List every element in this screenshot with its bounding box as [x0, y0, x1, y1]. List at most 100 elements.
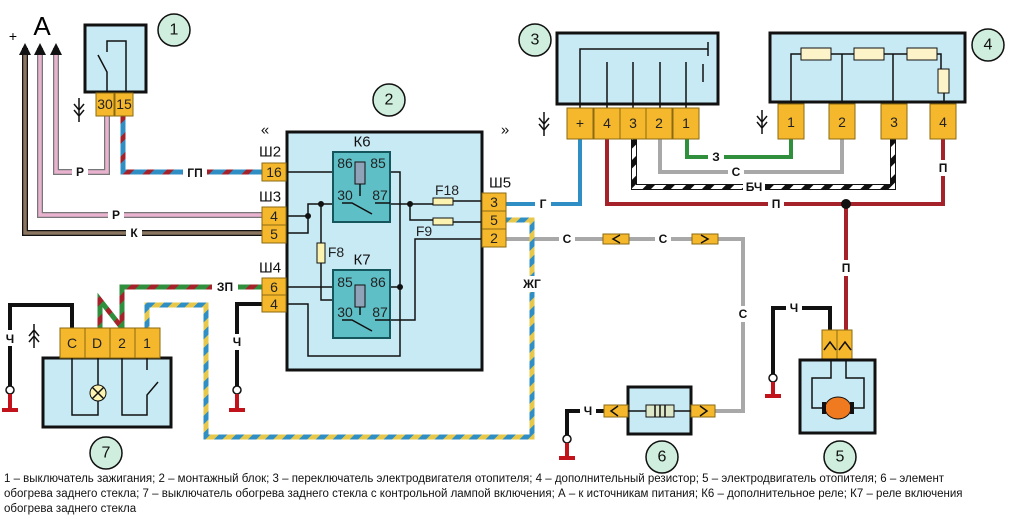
- wire-label: ГП: [187, 166, 202, 180]
- component-number: 7: [102, 445, 111, 462]
- connector-label: Ш4: [259, 260, 281, 277]
- heater-motor: 5: [798, 329, 877, 474]
- connector-symbol-icon: [538, 112, 550, 136]
- wire-label: ЗП: [217, 280, 233, 294]
- connector-symbol-icon: [756, 110, 768, 134]
- pin-label: 4: [939, 114, 947, 130]
- wire-label: С: [563, 232, 572, 246]
- relay-k6: К6 86 85 30 87: [332, 134, 391, 223]
- additional-resistor: 1 2 3 4 4: [756, 28, 1005, 140]
- wire-r-pink-long: [37, 48, 262, 218]
- wire-label: Р: [112, 208, 120, 222]
- pin-label: 6: [270, 279, 278, 295]
- pin-label: D: [92, 335, 102, 351]
- mounting-block: « » К6 86 85 30 87 К7 85 86 30 87: [259, 83, 511, 372]
- relay-pin: 85: [370, 155, 386, 171]
- relay-pin: 85: [337, 274, 353, 290]
- power-source-a: A +: [9, 11, 62, 55]
- plus-sign: +: [9, 28, 17, 44]
- connector-label: Ш2: [259, 144, 281, 161]
- connector-arrow-right-icon: »: [501, 122, 509, 139]
- pin-label: 4: [270, 208, 278, 224]
- caption-line: 1 – выключатель зажигания; 2 – монтажный…: [4, 473, 945, 485]
- ground-icon: [559, 434, 575, 460]
- component-number: 5: [836, 449, 845, 466]
- relay-pin: 30: [337, 187, 353, 203]
- wire-z-green: [685, 139, 793, 159]
- component-number: 6: [658, 449, 667, 466]
- wire-label: Ч: [6, 332, 14, 346]
- pin-label: 2: [490, 230, 498, 246]
- wire-label: П: [939, 161, 948, 175]
- ground-icon: [229, 385, 245, 412]
- wire-bch: [631, 139, 896, 190]
- caption-line: обогрева заднего стекла: [4, 503, 137, 515]
- heater-motor-switch: + 4 3 2 1 3: [518, 23, 720, 140]
- rear-window-heater-switch: C D 2 1 7: [28, 324, 173, 470]
- wire-ch-7: [8, 303, 74, 388]
- fuse-f9: [432, 217, 454, 226]
- connector-label: Ш5: [489, 175, 511, 192]
- pin-label: 16: [266, 164, 282, 180]
- component-number: 1: [170, 22, 179, 39]
- wire-label: БЧ: [746, 180, 763, 194]
- fuse-label: F9: [416, 223, 433, 239]
- connector-arrow-left-icon: «: [261, 122, 269, 139]
- relay-pin: 30: [337, 304, 353, 320]
- ignition-switch: 30 15 1: [73, 13, 191, 122]
- pin-label: 2: [118, 335, 126, 351]
- wire-ch-2: [235, 302, 262, 388]
- wire-label: ЖГ: [522, 277, 541, 291]
- relay-pin: 86: [337, 155, 353, 171]
- ground-icon: [765, 373, 781, 398]
- relay-pin: 87: [372, 304, 388, 320]
- arrow-up-icon: [19, 43, 62, 55]
- connector-symbol-icon: [28, 324, 40, 348]
- connector-symbol-icon: [73, 98, 85, 122]
- pin-label: 2: [655, 115, 663, 131]
- pin-label: 4: [603, 115, 611, 131]
- wire-label: С: [659, 232, 668, 246]
- wires: [8, 48, 945, 440]
- inline-connectors: [602, 233, 719, 245]
- pin-label: 5: [270, 226, 278, 242]
- pin-label: 5: [490, 212, 498, 228]
- wire-labels: Р ГП Р К ЗП Ч Ч Г ЖГ С С С З С БЧ П П П …: [2, 149, 951, 419]
- relay-label: К6: [353, 134, 370, 151]
- pin-label: 30: [97, 96, 113, 112]
- ground-symbols: [2, 373, 781, 460]
- wire-label: Ч: [790, 301, 798, 315]
- pin-label: +: [576, 115, 584, 131]
- wire-label: Ч: [233, 335, 241, 349]
- pin-label: 2: [838, 114, 846, 130]
- ground-icon: [2, 385, 18, 412]
- caption-line: обогрева заднего стекла; 7 – выключатель…: [4, 488, 963, 500]
- pin-label: 3: [890, 114, 898, 130]
- wire-label: П: [842, 261, 851, 275]
- wire-zhg: [144, 217, 535, 440]
- wire-gp: [120, 116, 262, 175]
- pin-label: 3: [490, 194, 498, 210]
- relay-label: К7: [353, 252, 370, 269]
- wire-label: Г: [540, 197, 547, 211]
- rear-window-heater: 6: [603, 385, 716, 474]
- fuse-f18: [432, 197, 454, 206]
- fuse-label: F18: [435, 182, 459, 198]
- component-number: 2: [385, 92, 394, 109]
- component-number: 4: [984, 37, 993, 54]
- wire-label: Р: [76, 165, 84, 179]
- wire-label: П: [772, 197, 781, 211]
- fuse-f8: [316, 242, 326, 264]
- caption: 1 – выключатель зажигания; 2 – монтажный…: [4, 473, 963, 515]
- pin-label: 4: [270, 296, 278, 312]
- wire-s-grey: [506, 237, 745, 413]
- pin-label: 15: [116, 96, 132, 112]
- component-number: 3: [531, 32, 540, 49]
- pin-label: 1: [787, 114, 795, 130]
- wire-label: К: [130, 226, 138, 240]
- relay-pin: 86: [370, 274, 386, 290]
- wire-label: Ч: [584, 404, 592, 418]
- motor-icon: [824, 396, 852, 420]
- fuse-label: F8: [328, 244, 345, 260]
